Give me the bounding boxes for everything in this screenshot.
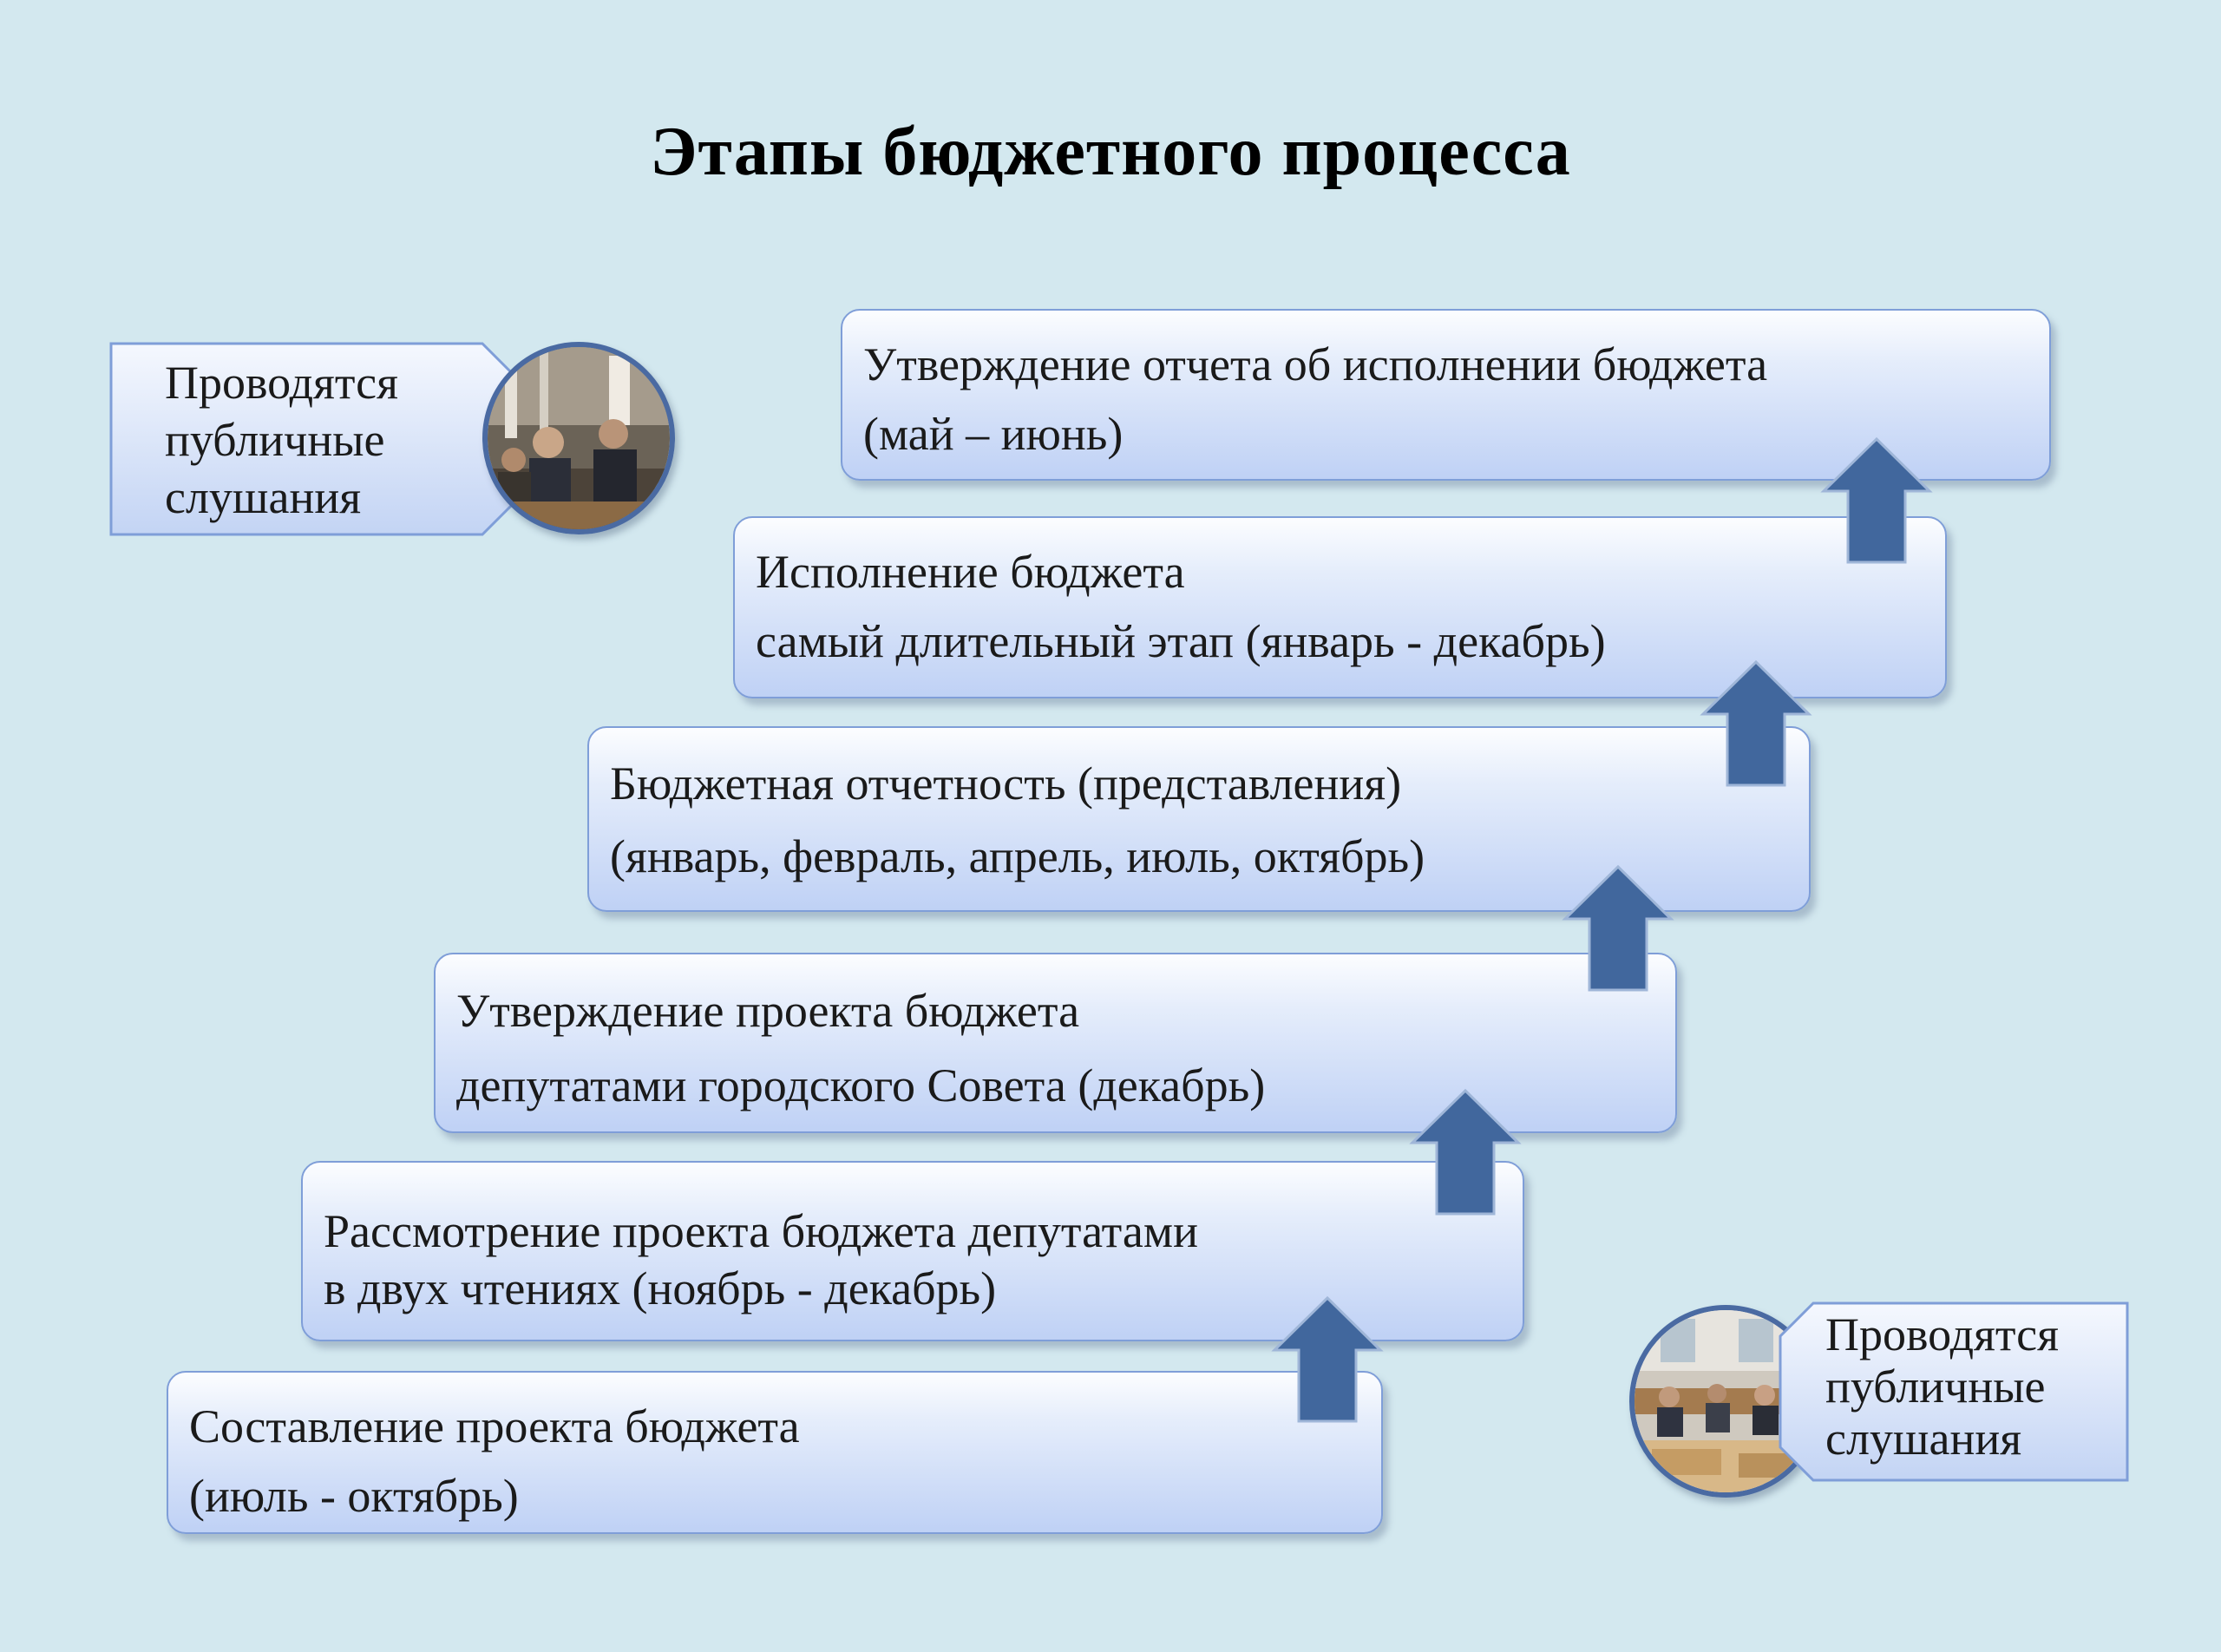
stage-period: депутатами городского Совета (декабрь) (456, 1059, 1266, 1111)
stage-box-compilation: Составление проекта бюджета (июль - октя… (167, 1371, 1383, 1534)
callout-shape (1779, 1301, 2129, 1482)
stage-label: Исполнение бюджета (756, 546, 1185, 598)
arrow-up-icon (1409, 1088, 1522, 1216)
stage-label: Утверждение отчета об исполнении бюджета (863, 338, 1768, 390)
arrow-up-icon (1562, 864, 1674, 992)
arrow-up-icon (1271, 1295, 1384, 1423)
stage-label: Рассмотрение проекта бюджета депутатами (324, 1205, 1198, 1257)
callout-text: Проводятся публичные слушания (1825, 1308, 2059, 1465)
stage-period: самый длительный этап (январь - декабрь) (756, 615, 1606, 667)
public-hearings-callout-top: Проводятся публичные слушания (109, 342, 517, 536)
stage-box-execution: Исполнение бюджета самый длительный этап… (733, 516, 1947, 698)
stage-box-report-approval: Утверждение отчета об исполнении бюджета… (841, 309, 2051, 481)
public-hearings-callout-bottom: Проводятся публичные слушания (1779, 1301, 2129, 1482)
arrow-up-icon (1820, 436, 1933, 564)
stage-box-review: Рассмотрение проекта бюджета депутатами … (301, 1161, 1524, 1341)
stage-period: (январь, февраль, апрель, июль, октябрь) (610, 830, 1425, 882)
callout-text: Проводятся публичные слушания (165, 357, 398, 523)
stage-box-reporting: Бюджетная отчетность (представления) (ян… (587, 726, 1811, 912)
stage-period: в двух чтениях (ноябрь - декабрь) (324, 1262, 997, 1314)
stage-label: Бюджетная отчетность (представления) (610, 757, 1402, 810)
arrow-up-icon (1700, 659, 1812, 787)
stage-period: (июль - октябрь) (189, 1470, 519, 1522)
stage-period: (май – июнь) (863, 408, 1124, 460)
meeting-photo-top (482, 342, 675, 534)
page-title: Этапы бюджетного процесса (650, 114, 1571, 190)
stage-label: Утверждение проекта бюджета (456, 985, 1080, 1037)
stage-label: Составление проекта бюджета (189, 1400, 800, 1452)
